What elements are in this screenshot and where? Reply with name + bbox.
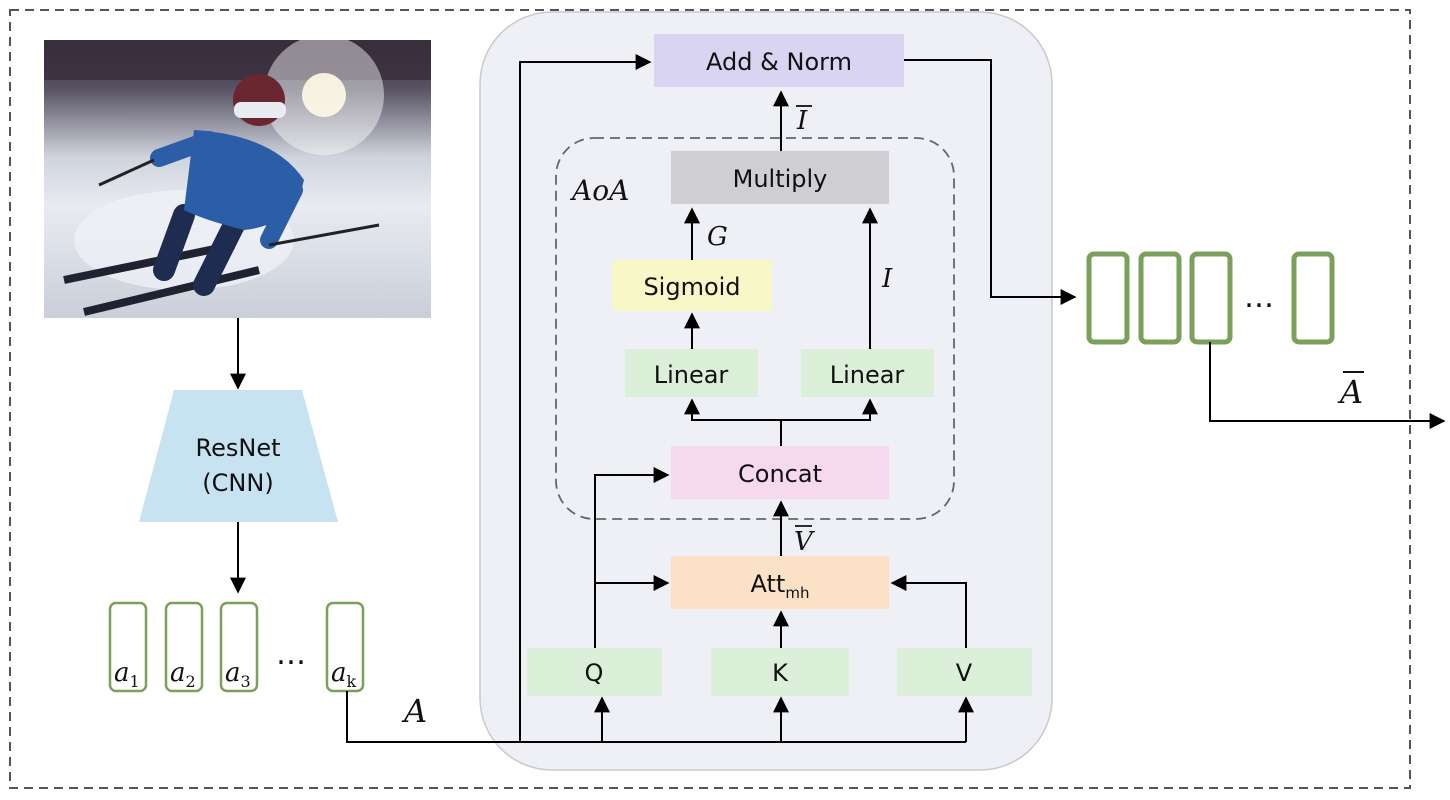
output-vectors: … (1086, 251, 1335, 345)
sigmoid-box (612, 260, 772, 311)
output-vector-3 (1189, 251, 1233, 345)
concat-box (671, 446, 889, 499)
aoa-label: AoA (569, 174, 629, 207)
svg-text:ak: ak (331, 658, 357, 691)
linear-right-box (801, 349, 934, 397)
feature-vector-3: a3 (219, 601, 259, 693)
i-label: I (881, 264, 893, 294)
i-bar-label: I (796, 106, 808, 136)
linear-left-box (625, 349, 758, 397)
cnn-label: (CNN) (202, 469, 273, 497)
add-norm-box (654, 34, 904, 87)
multiply-label: Multiply (733, 165, 828, 193)
att-mh-box (671, 556, 889, 609)
svg-text:a1: a1 (114, 658, 140, 691)
q-box (527, 648, 662, 696)
att-mh-label: Attmh (751, 570, 810, 602)
v-box (897, 648, 1032, 696)
v-bar-label: V (794, 527, 815, 557)
k-box (711, 648, 849, 696)
resnet-label: ResNet (196, 434, 281, 462)
output-label: A (1337, 373, 1363, 411)
skier-photo (44, 40, 431, 318)
outer-frame (9, 9, 1411, 789)
sigmoid-label: Sigmoid (643, 273, 740, 301)
output-vector-n (1291, 251, 1335, 345)
svg-text:a2: a2 (170, 658, 196, 691)
resnet-cnn (139, 390, 338, 522)
feature-vector-2: a2 (164, 601, 204, 693)
q-label: Q (585, 659, 604, 687)
output-ellipsis: … (1244, 280, 1274, 315)
refiner-block (479, 11, 1053, 771)
v-label: V (956, 659, 973, 687)
k-label: K (772, 659, 789, 687)
svg-text:a3: a3 (225, 658, 251, 691)
skier-illustration (44, 40, 431, 316)
multiply-box (671, 151, 889, 204)
feature-vector-1: a1 (108, 601, 148, 693)
feature-set-label: A (401, 692, 427, 730)
concat-label: Concat (738, 460, 822, 488)
feature-vector-k: ak (325, 601, 365, 693)
add-norm-label: Add & Norm (706, 48, 852, 76)
output-vector-1 (1086, 251, 1130, 345)
output-vector-2 (1138, 251, 1182, 345)
g-label: G (707, 222, 728, 252)
linear-left-label: Linear (654, 361, 729, 389)
feature-ellipsis: … (276, 637, 306, 672)
aoa-region (555, 137, 955, 520)
linear-right-label: Linear (830, 361, 905, 389)
